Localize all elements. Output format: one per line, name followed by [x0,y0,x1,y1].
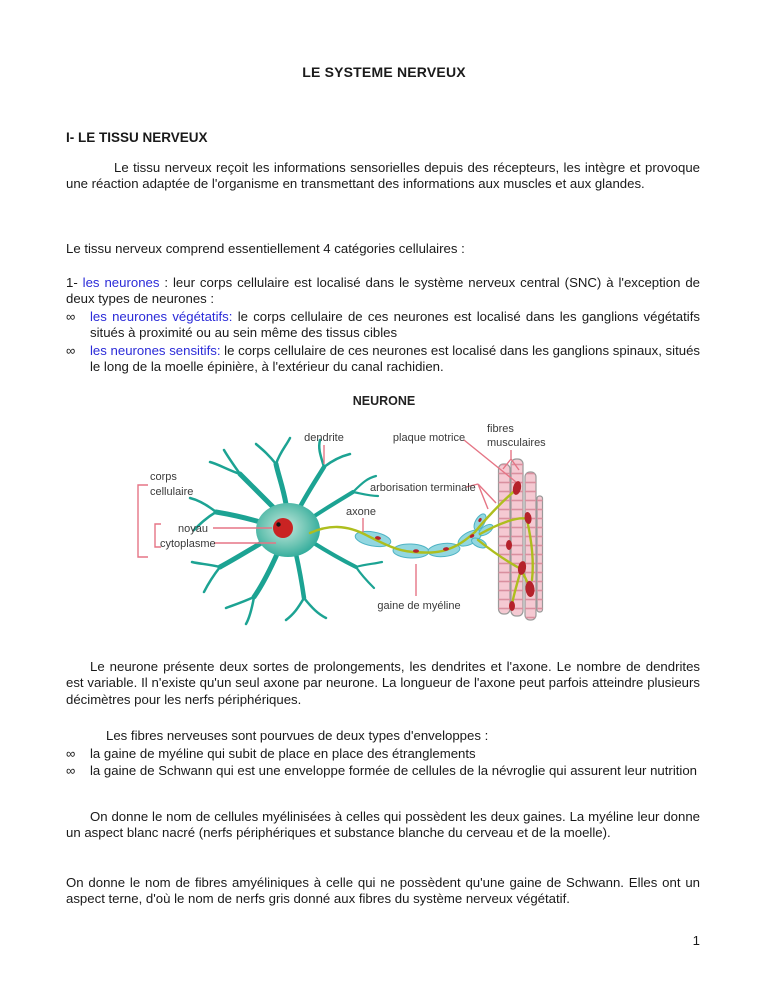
neurones-term: les neurones [82,275,160,290]
paragraph-amyeliniques: On donne le nom de fibres amyéliniques à… [66,875,700,907]
paragraph-neurones: 1- les neurones : leur corps cellulaire … [66,275,700,308]
infinity-bullet-icon: ∞ [66,343,76,358]
gaine-schwann-text: la gaine de Schwann qui est une envelopp… [90,763,698,778]
arborisation-line [465,483,497,510]
paragraph-myelinisees: On donne le nom de cellules myélinisées … [66,809,700,841]
sensitifs-term: les neurones sensitifs: [90,343,221,358]
vegetatifs-rest: le corps cellulaire de ces neurones est … [90,309,700,341]
noyau-cytoplasme-bracket [154,523,161,548]
bullet-gaine-schwann: ∞ la gaine de Schwann qui est une envelo… [66,763,700,779]
motor-end-plates [375,481,535,611]
neuron-cell [188,436,384,626]
diagram-labels: dendrite plaque motrice fibres musculair… [150,423,546,612]
infinity-bullet-icon: ∞ [66,763,76,778]
vegetatifs-term: les neurones végétatifs: [90,309,233,324]
paragraph-categories: Le tissu nerveux comprend essentiellemen… [66,241,465,256]
section-heading: I- LE TISSU NERVEUX [66,130,208,145]
plaque-motrice-line [463,439,517,483]
figure-title: NEURONE [352,394,416,408]
fibres-musculaires-line [502,450,520,471]
neuron-diagram: dendrite plaque motrice fibres musculair… [137,423,546,626]
neurones-rest: : leur corps cellulaire est localisé dan… [66,275,701,307]
bullet-gaine-myeline: ∞ la gaine de myéline qui subit de place… [66,746,700,762]
label-axone: axone [346,506,376,518]
infinity-bullet-icon: ∞ [66,746,76,761]
label-lines [137,439,520,596]
label-cytoplasme: cytoplasme [160,538,216,550]
label-fibres-line1: fibres [487,423,514,435]
page-number: 1 [692,933,700,948]
infinity-bullet-icon: ∞ [66,309,76,324]
neurones-prefix: 1- [66,275,83,290]
gaine-myeline-text: la gaine de myéline qui subit de place e… [90,746,476,761]
bullet-sensitifs: ∞ les neurones sensitifs: le corps cellu… [66,343,700,376]
document-title: LE SYSTEME NERVEUX [302,64,466,80]
paragraph-neurone-description: Le neurone présente deux sortes de prolo… [66,659,700,707]
label-noyau: noyau [178,523,208,535]
bullet-vegetatifs: ∞ les neurones végétatifs: le corps cell… [66,309,700,342]
paragraph-enveloppes: Les fibres nerveuses sont pourvues de de… [106,728,489,743]
label-fibres-line2: musculaires [487,437,546,449]
nucleolus-dot [276,522,281,527]
label-plaque-motrice: plaque motrice [393,432,465,444]
sensitifs-rest: le corps cellulaire de ces neurones est … [90,343,700,375]
label-arborisation: arborisation terminale [370,482,476,494]
axon-path [308,488,534,607]
label-dendrite: dendrite [304,432,344,444]
label-corps-line1: corps [150,471,177,483]
label-corps-line2: cellulaire [150,486,193,498]
label-gaine-myeline: gaine de myéline [377,600,460,612]
paragraph-intro: Le tissu nerveux reçoit les informations… [66,160,700,192]
corps-cellulaire-bracket [137,484,148,558]
nucleus [273,518,293,538]
